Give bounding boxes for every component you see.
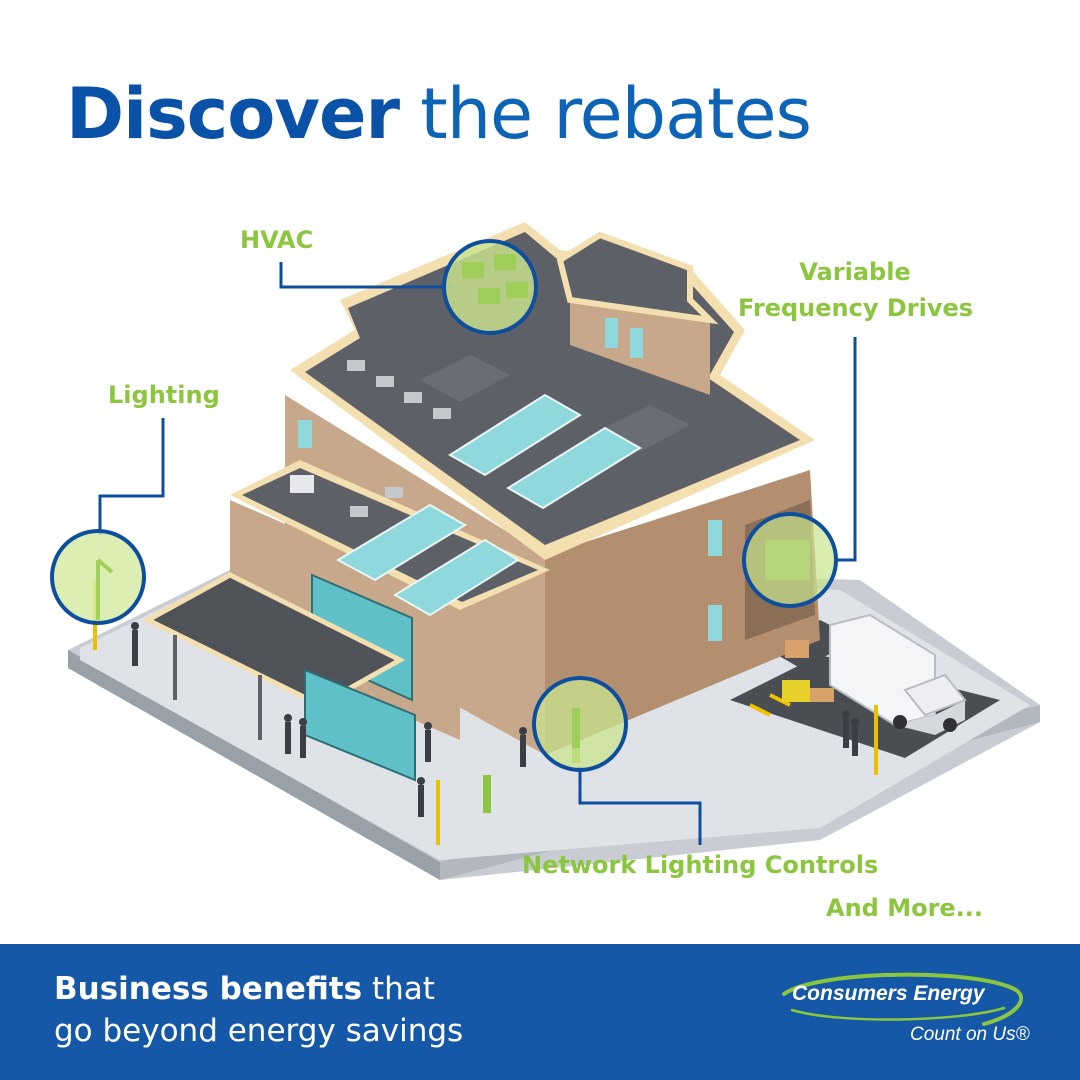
building-illustration [50,222,1040,880]
main-building [285,222,820,755]
logo-swoosh-icon [782,972,1024,1026]
truck [829,613,967,735]
people [131,622,859,817]
footer-banner [0,944,1080,1080]
callout-and-more: And More... [826,894,984,922]
callout-leaders [98,262,857,845]
tagline-line2: go beyond energy savings [54,1013,464,1049]
logo-tagline: Count on Us® [910,1024,1030,1045]
tagline-rest: that [371,971,435,1007]
headline-bold: Discover [66,73,400,155]
vfd-zoom-icon [742,512,838,608]
callout-vfd-line1: Variable [799,258,911,286]
tagline-bold: Business benefits [54,971,363,1007]
callout-vfd-line2: Frequency Drives [738,294,974,322]
callout-hvac: HVAC [240,226,314,254]
headline-rest: the rebates [420,73,812,155]
consumers-energy-logo: Consumers Energy Count on Us® [778,968,1038,1058]
forklift [782,640,834,702]
footer-tagline: Business benefits that go beyond energy … [54,968,463,1052]
headline: Discover the rebates [66,72,812,156]
front-wing [142,460,550,782]
callout-network-lighting: Network Lighting Controls [522,851,879,879]
logo-name: Consumers Energy [792,982,985,1005]
callout-lighting: Lighting [108,381,220,409]
network-controls-zoom-icon [532,676,628,772]
callout-vfd: Variable Frequency Drives [738,254,974,326]
lighting-zoom-icon [50,529,146,625]
hvac-zoom-icon [442,239,538,335]
